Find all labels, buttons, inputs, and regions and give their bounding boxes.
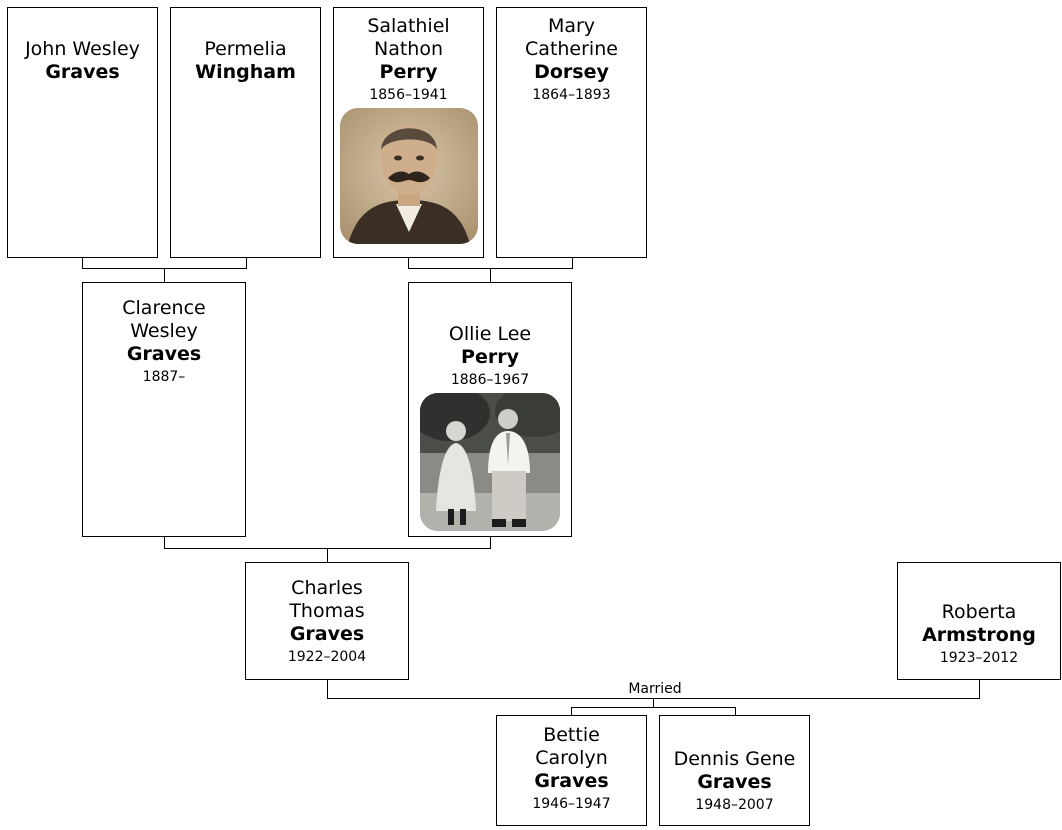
given-name: Clarence Wesley [122,297,206,342]
surname: Wingham [195,61,296,83]
person-box-john-wesley-graves: John Wesley Graves [7,7,158,258]
surname: Graves [534,770,609,792]
person-box-ollie-lee-perry: Ollie Lee Perry 1886–1967 [408,282,572,537]
portrait-photo [339,108,478,244]
life-dates: 1948–2007 [695,797,774,813]
person-box-roberta-armstrong: Roberta Armstrong 1923–2012 [897,562,1061,680]
life-dates: 1887– [142,369,186,385]
person-box-salathiel-nathon-perry: Salathiel Nathon Perry 1856–1941 [333,7,484,258]
marriage-label: Married [628,681,682,697]
life-dates: 1923–2012 [939,650,1019,666]
given-name: John Wesley [25,38,140,60]
surname: Perry [461,346,519,368]
given-name: Dennis Gene [673,748,796,770]
given-name: Charles Thomas [289,577,365,622]
person-box-permelia-wingham: Permelia Wingham [170,7,321,258]
life-dates: 1922–2004 [287,649,367,665]
surname: Perry [379,61,438,83]
surname: Armstrong [922,624,1036,646]
given-name: Roberta [941,601,1017,623]
life-dates: 1864–1893 [532,87,611,103]
person-box-charles-thomas-graves: Charles Thomas Graves 1922–2004 [245,562,409,680]
person-box-bettie-carolyn-graves: Bettie Carolyn Graves 1946–1947 [496,715,647,826]
person-box-clarence-wesley-graves: Clarence Wesley Graves 1887– [82,282,246,537]
surname: Dorsey [534,61,609,83]
given-name: Ollie Lee [448,323,532,345]
surname: Graves [45,61,120,83]
given-name: Salathiel Nathon [367,15,450,60]
life-dates: 1946–1947 [532,796,611,812]
surname: Graves [289,623,365,645]
couple-photo [420,393,560,531]
surname: Graves [126,343,202,365]
given-name: Mary Catherine [525,15,618,60]
life-dates: 1886–1967 [450,372,530,388]
person-box-dennis-gene-graves: Dennis Gene Graves 1948–2007 [659,715,810,826]
life-dates: 1856–1941 [369,87,448,103]
given-name: Bettie Carolyn [535,724,608,769]
person-box-mary-catherine-dorsey: Mary Catherine Dorsey 1864–1893 [496,7,647,258]
surname: Graves [697,771,772,793]
given-name: Permelia [204,38,287,60]
